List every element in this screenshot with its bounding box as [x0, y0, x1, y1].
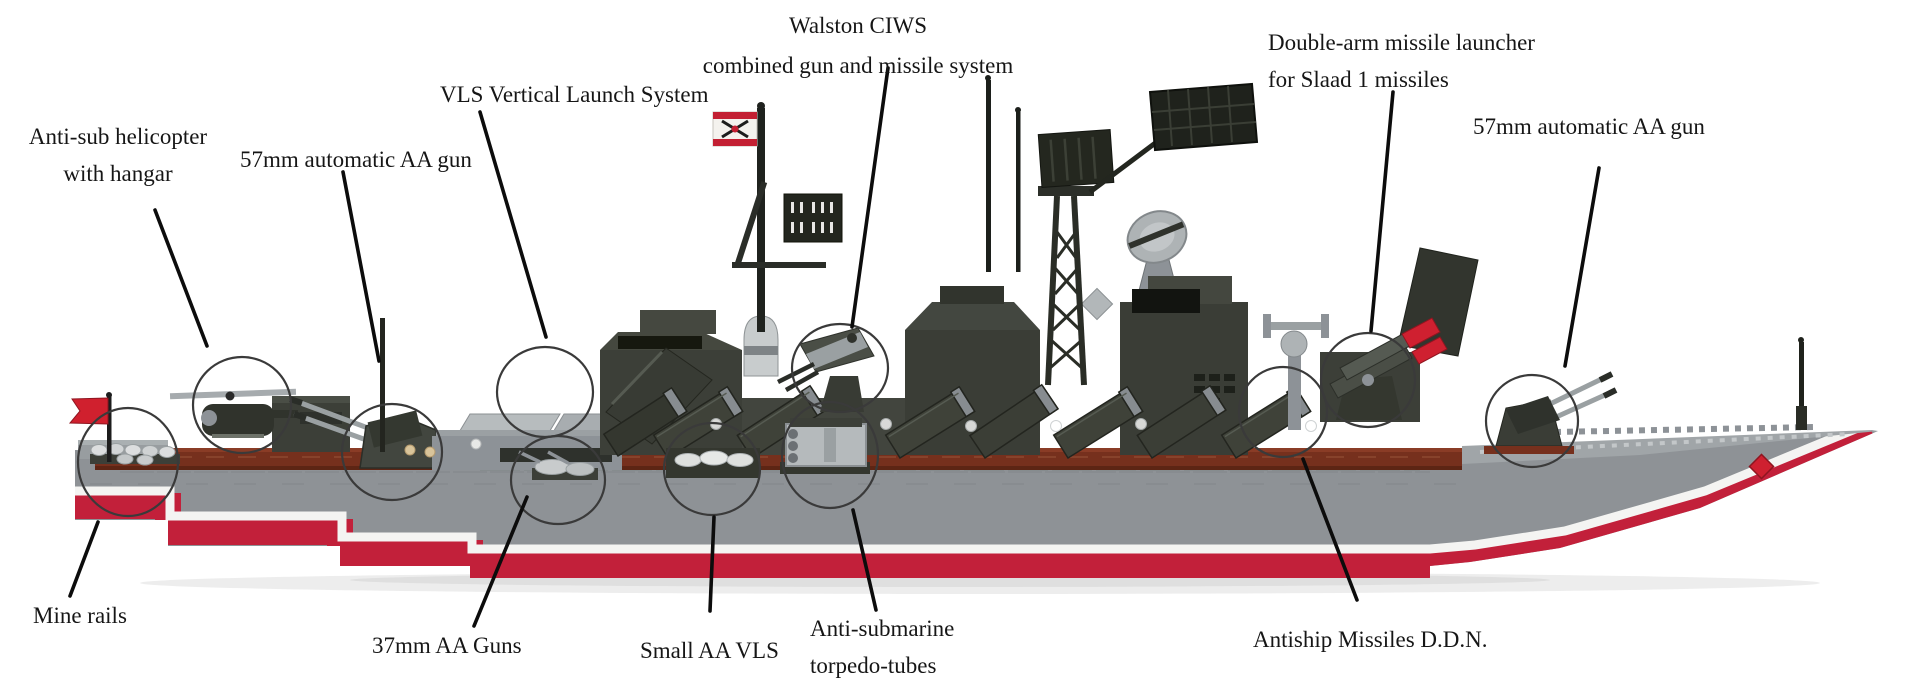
bow-railing-studs — [1554, 424, 1816, 435]
torpedo-line1: Anti-submarine — [810, 616, 955, 641]
hull-red-band — [75, 431, 1878, 578]
annotation-label-anti-sub-helicopter: Anti-sub helicopter with hangar — [29, 118, 207, 192]
line-antiship — [1301, 457, 1359, 602]
annotation-label-mine-rails: Mine rails — [33, 603, 127, 628]
line-mine-rails — [68, 520, 100, 598]
big-radar-screen — [1148, 82, 1259, 152]
annotation-label-vls: VLS Vertical Launch System — [440, 82, 709, 107]
line-vls — [478, 110, 548, 339]
mast-flag — [712, 111, 758, 147]
torpedo-line2: torpedo-tubes — [810, 653, 937, 678]
fire-control-pedestal — [1263, 314, 1329, 430]
circle-small-aa-vls — [662, 421, 762, 517]
missile-red-tip — [1401, 317, 1441, 349]
forward-mast — [712, 102, 843, 332]
annotation-label-antiship-missiles: Antiship Missiles D.D.N. — [1253, 627, 1488, 652]
annotation-label-walston-ciws: Walston CIWS combined gun and missile sy… — [703, 6, 1013, 86]
double-arm-missile-launcher — [1329, 317, 1448, 420]
tall-antenna-1 — [986, 80, 991, 272]
line-double-arm — [1369, 90, 1395, 333]
37mm-aa-guns — [518, 450, 598, 480]
circle-57mm-forward — [340, 402, 444, 502]
walston-line2: combined gun and missile system — [702, 53, 1014, 78]
circle-37mm — [509, 434, 607, 526]
walston-line1: Walston CIWS — [788, 13, 928, 38]
annotation-label-57mm-left: 57mm automatic AA gun — [240, 147, 472, 172]
annotation-lines — [68, 66, 1601, 628]
missile-red-tip — [1411, 336, 1448, 365]
double-arm-line1: Double-arm missile launcher — [1268, 30, 1535, 55]
annotation-label-small-aa-vls: Small AA VLS — [640, 638, 779, 663]
annotation-circles — [76, 322, 1580, 526]
anti-sub-line1: Anti-sub helicopter — [28, 124, 208, 149]
line-57mm-left — [341, 170, 381, 363]
circle-walston-ciws — [790, 322, 890, 414]
mast-radar-panel — [783, 193, 843, 243]
line-37mm — [472, 495, 529, 628]
lattice-mast — [1037, 82, 1259, 386]
line-small-aa-vls — [708, 515, 716, 613]
annotation-label-57mm-right: 57mm automatic AA gun — [1473, 114, 1705, 139]
anti-sub-line2: with hangar — [63, 161, 173, 186]
torpedo-tubes — [780, 418, 870, 474]
circle-helicopter — [191, 355, 293, 455]
mine-rails — [90, 443, 180, 466]
annotation-label-37mm: 37mm AA Guns — [372, 633, 522, 658]
line-57mm-right — [1563, 166, 1601, 368]
hull-white-stripe — [75, 431, 1867, 554]
circle-double-arm — [1319, 331, 1417, 429]
bow-antenna — [1796, 337, 1807, 430]
circle-antiship-missiles — [1237, 365, 1329, 459]
mast-top-radar — [1037, 129, 1115, 188]
line-walston — [850, 66, 890, 329]
double-arm-line2: for Slaad 1 missiles — [1268, 67, 1449, 92]
small-aa-vls — [666, 448, 760, 478]
circle-torpedo-tubes — [780, 400, 880, 510]
circle-mine-rails — [76, 406, 180, 518]
tall-antenna-2 — [1016, 112, 1021, 272]
annotation-label-double-arm: Double-arm missile launcher for Slaad 1 … — [1268, 24, 1535, 98]
annotation-label-torpedo-tubes: Anti-submarine torpedo-tubes — [810, 610, 954, 684]
forward-antenna-mast — [380, 318, 385, 452]
vls-deckhouse — [380, 318, 622, 470]
bow-emblem-red-diamond — [1748, 453, 1775, 480]
line-helicopter — [153, 208, 209, 348]
line-torpedo — [851, 508, 878, 612]
circle-57mm-aft — [1484, 373, 1580, 469]
aft-57mm-gun — [1484, 371, 1618, 454]
anti-sub-helicopter — [169, 388, 298, 438]
deck-studs — [404, 438, 482, 458]
